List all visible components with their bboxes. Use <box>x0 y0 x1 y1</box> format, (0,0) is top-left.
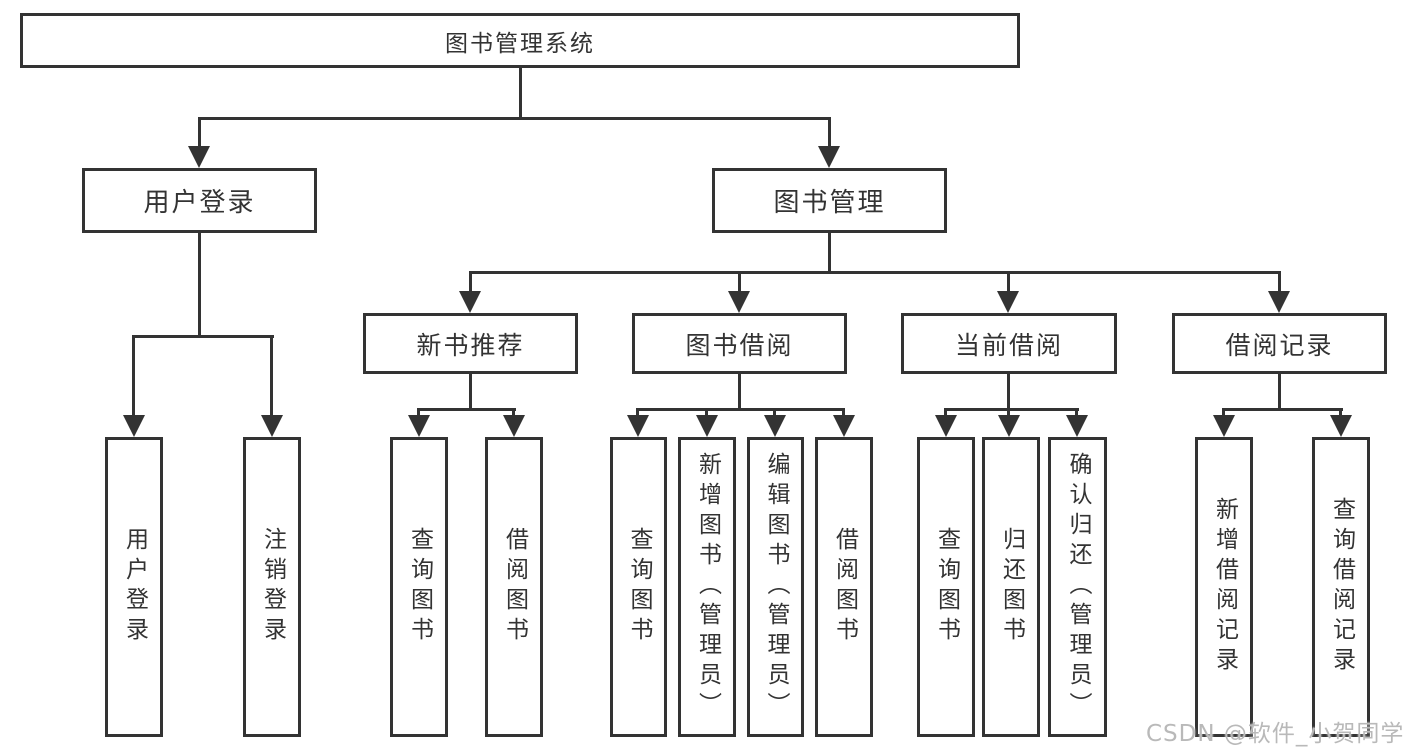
connector-line <box>1339 408 1342 417</box>
connector-line <box>469 271 472 293</box>
arrowhead-down <box>408 415 430 437</box>
connector-line <box>198 117 831 120</box>
node-book-borrowing-label: 图书借阅 <box>685 330 794 360</box>
connector-line <box>1278 271 1281 293</box>
node-leaf-user-login-label: 用户登录 <box>121 527 148 647</box>
csdn-watermark: CSDN @软件_小贺同学 <box>1146 721 1405 747</box>
connector-line <box>469 271 1281 274</box>
arrowhead-down <box>764 415 786 437</box>
connector-line <box>636 408 639 417</box>
connector-line <box>512 408 515 417</box>
node-leaf-return-books: 归还图书 <box>982 437 1040 737</box>
arrowhead-down <box>1213 415 1235 437</box>
connector-line <box>417 408 420 417</box>
node-leaf-edit-books-admin-label: 编辑图书（管理员） <box>763 452 789 722</box>
node-borrowing-records-label: 借阅记录 <box>1225 330 1334 360</box>
node-leaf-query-books-recommend-label: 查询图书 <box>406 527 433 647</box>
node-leaf-add-borrow-record: 新增借阅记录 <box>1195 437 1253 737</box>
connector-line <box>828 233 831 274</box>
node-new-book-recommendation-label: 新书推荐 <box>416 330 525 360</box>
arrowhead-down <box>627 415 649 437</box>
arrowhead-down <box>188 146 210 168</box>
connector-line <box>944 408 947 417</box>
node-library-management-system-label: 图书管理系统 <box>445 30 595 57</box>
node-leaf-query-books-borrow-label: 查询图书 <box>626 527 652 647</box>
node-book-management-label: 图书管理 <box>773 188 886 218</box>
arrowhead-down <box>1066 415 1088 437</box>
node-leaf-query-books-recommend: 查询图书 <box>390 437 448 737</box>
connector-line <box>1007 271 1010 293</box>
node-leaf-logout: 注销登录 <box>243 437 301 737</box>
node-leaf-query-borrow-record: 查询借阅记录 <box>1312 437 1370 737</box>
connector-line <box>132 335 135 417</box>
node-current-borrowing: 当前借阅 <box>901 313 1117 374</box>
arrowhead-down <box>459 291 481 313</box>
arrowhead-down <box>818 146 840 168</box>
arrowhead-down <box>935 415 957 437</box>
connector-line <box>636 408 845 411</box>
node-leaf-edit-books-admin: 编辑图书（管理员） <box>747 437 804 737</box>
node-current-borrowing-label: 当前借阅 <box>954 330 1063 360</box>
node-borrowing-records: 借阅记录 <box>1172 313 1387 374</box>
node-leaf-add-books-admin-label: 新增图书（管理员） <box>694 452 721 722</box>
node-book-management: 图书管理 <box>712 168 947 233</box>
node-leaf-user-login: 用户登录 <box>105 437 163 737</box>
connector-line <box>842 408 845 417</box>
node-leaf-borrow-books-recommend-label: 借阅图书 <box>501 527 528 647</box>
node-leaf-borrow-books-label: 借阅图书 <box>831 527 858 647</box>
arrowhead-down <box>503 415 525 437</box>
node-leaf-query-books-current: 查询图书 <box>917 437 975 737</box>
node-leaf-return-books-label: 归还图书 <box>998 527 1025 647</box>
connector-line <box>738 374 741 411</box>
arrowhead-down <box>1268 291 1290 313</box>
connector-line <box>1075 408 1078 417</box>
connector-line <box>198 117 201 148</box>
arrowhead-down <box>1330 415 1352 437</box>
connector-line <box>828 117 831 148</box>
node-leaf-borrow-books: 借阅图书 <box>815 437 873 737</box>
node-book-borrowing: 图书借阅 <box>632 313 847 374</box>
connector-line <box>773 408 776 417</box>
node-leaf-query-books-current-label: 查询图书 <box>933 527 960 647</box>
arrowhead-down <box>123 415 145 437</box>
arrowhead-down <box>261 415 283 437</box>
node-library-management-system: 图书管理系统 <box>20 13 1020 68</box>
arrowhead-down <box>696 415 718 437</box>
connector-line <box>469 374 472 411</box>
connector-line <box>132 335 274 338</box>
arrowhead-down <box>997 291 1019 313</box>
node-leaf-query-books-borrow: 查询图书 <box>610 437 667 737</box>
connector-line <box>417 408 516 411</box>
node-new-book-recommendation: 新书推荐 <box>363 313 578 374</box>
node-leaf-query-borrow-record-label: 查询借阅记录 <box>1328 497 1355 677</box>
connector-line <box>705 408 708 417</box>
connector-line <box>1278 374 1281 411</box>
arrowhead-down <box>998 415 1020 437</box>
connector-line <box>1222 408 1343 411</box>
connector-line <box>270 335 273 417</box>
connector-line <box>1007 408 1010 417</box>
connector-line <box>1222 408 1225 417</box>
node-user-login-label: 用户登录 <box>143 188 256 218</box>
connector-line <box>738 271 741 293</box>
node-user-login: 用户登录 <box>82 168 317 233</box>
arrowhead-down <box>728 291 750 313</box>
connector-line <box>519 68 522 120</box>
node-leaf-confirm-return-admin: 确认归还（管理员） <box>1048 437 1107 737</box>
connector-line <box>1007 374 1010 411</box>
arrowhead-down <box>833 415 855 437</box>
connector-line <box>944 408 1079 411</box>
connector-line <box>198 233 201 338</box>
node-leaf-logout-label: 注销登录 <box>259 527 286 647</box>
node-leaf-borrow-books-recommend: 借阅图书 <box>485 437 543 737</box>
node-leaf-add-books-admin: 新增图书（管理员） <box>678 437 736 737</box>
node-leaf-confirm-return-admin-label: 确认归还（管理员） <box>1065 452 1091 722</box>
node-leaf-add-borrow-record-label: 新增借阅记录 <box>1211 497 1238 677</box>
